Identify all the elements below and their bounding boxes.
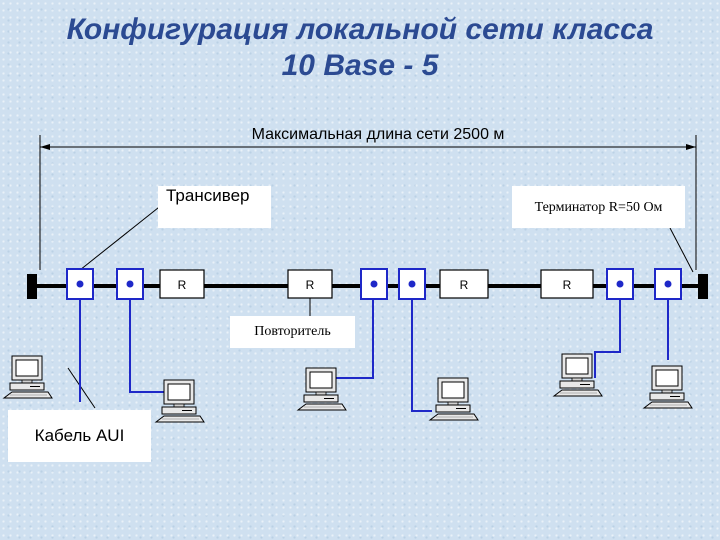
repeater-mark-2: R <box>306 278 315 292</box>
terminator-pointer <box>669 227 694 273</box>
computer-6 <box>643 365 693 409</box>
dimension-line <box>39 135 697 270</box>
dimension-label: Максимальная длина сети 2500 м <box>251 126 505 143</box>
transceiver-pointer <box>79 199 169 271</box>
repeater-4 <box>540 269 594 299</box>
repeater-mark-4: R <box>563 278 572 292</box>
terminator-left <box>27 274 37 299</box>
repeater-3 <box>439 269 489 299</box>
terminator-right <box>698 274 708 299</box>
terminator-label: Терминатор R=50 Ом <box>512 186 685 228</box>
computer-2 <box>155 379 205 423</box>
title-line-1: Конфигурация локальной сети класса <box>66 13 654 46</box>
page-title: Конфигурация локальной сети класса 10 Ba… <box>0 12 720 84</box>
computer-1 <box>3 355 53 399</box>
computer-4 <box>429 377 479 421</box>
repeater-2 <box>287 269 333 299</box>
repeater-label: Повторитель <box>230 316 355 348</box>
transceiver-5 <box>606 268 634 300</box>
repeaters: R R R R <box>159 269 594 299</box>
aui-cable-label: Кабель AUI <box>8 410 151 462</box>
transceivers <box>66 268 682 300</box>
transceiver-label: Трансивер <box>158 186 271 228</box>
computer-3 <box>297 367 347 411</box>
repeater-1 <box>159 269 205 299</box>
title-line-2: 10 Base - 5 <box>281 49 439 82</box>
aui-cable-pointer <box>67 367 96 409</box>
repeater-mark-1: R <box>178 278 187 292</box>
repeater-mark-3: R <box>460 278 469 292</box>
